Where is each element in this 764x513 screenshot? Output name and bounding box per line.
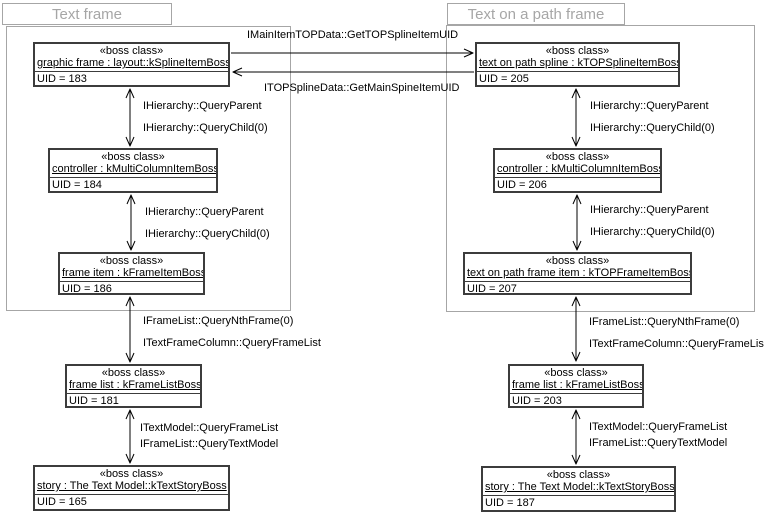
- box-uid: UID = 207: [465, 281, 690, 293]
- edge-label-query-child: IHierarchy::QueryChild(0): [590, 226, 715, 238]
- edge-label-query-frame-list-model: ITextModel::QueryFrameList: [589, 421, 728, 433]
- box-name: controller : kMultiColumnItemBoss: [52, 163, 218, 175]
- stereotype-label: «boss class»: [544, 367, 608, 379]
- box-uid: UID = 205: [477, 71, 678, 85]
- edge-label-query-frame-list-column: ITextFrameColumn::QueryFrameList: [589, 338, 764, 350]
- box-name: frame item : kFrameItemBoss: [62, 267, 205, 279]
- box-uid: UID = 183: [35, 71, 228, 85]
- edge-label-query-nth-frame: IFrameList::QueryNthFrame(0): [143, 315, 294, 327]
- box-frame-item: «boss class» frame item : kFrameItemBoss…: [58, 252, 205, 295]
- box-name: frame list : kFrameListBoss: [69, 379, 202, 391]
- text-on-path-frame-tab: Text on a path frame: [447, 3, 625, 25]
- box-uid: UID = 206: [495, 177, 660, 191]
- box-uid: UID = 187: [483, 495, 674, 509]
- edge-label-query-nth-frame: IFrameList::QueryNthFrame(0): [589, 316, 740, 328]
- text-on-path-frame-title: Text on a path frame: [467, 6, 605, 23]
- box-name: graphic frame : layout::kSplineItemBoss: [37, 57, 230, 69]
- box-graphic-frame: «boss class» graphic frame : layout::kSp…: [33, 42, 230, 87]
- edge-label-query-text-model: IFrameList::QueryTextModel: [589, 437, 728, 449]
- box-uid: UID = 181: [67, 393, 200, 406]
- box-uid: UID = 165: [35, 494, 228, 508]
- stereotype-label: «boss class»: [99, 468, 164, 480]
- box-story-left: «boss class» story : The Text Model::kTe…: [33, 465, 230, 511]
- box-name: controller : kMultiColumnItemBoss: [497, 163, 662, 175]
- stereotype-label: «boss class»: [101, 367, 166, 379]
- stereotype-label: «boss class»: [545, 151, 610, 163]
- box-name: frame list : kFrameListBoss: [512, 379, 644, 391]
- box-controller-left: «boss class» controller : kMultiColumnIt…: [48, 148, 218, 193]
- box-name: text on path spline : kTOPSplineItemBoss: [479, 57, 680, 69]
- box-name: story : The Text Model::kTextStoryBoss: [485, 481, 675, 493]
- text-frame-title: Text frame: [51, 6, 123, 23]
- edge-label-query-child: IHierarchy::QueryChild(0): [143, 122, 268, 134]
- box-uid: UID = 186: [60, 281, 203, 293]
- edge-label-query-child: IHierarchy::QueryChild(0): [145, 228, 270, 240]
- edge-label-query-parent: IHierarchy::QueryParent: [143, 100, 262, 112]
- stereotype-label: «boss class»: [545, 45, 610, 57]
- box-frame-list-right: «boss class» frame list : kFrameListBoss…: [508, 364, 644, 408]
- edge-label-get-top-spline: IMainItemTOPData::GetTOPSplineItemUID: [247, 29, 459, 41]
- text-frame-tab: Text frame: [2, 3, 172, 25]
- stereotype-label: «boss class»: [545, 255, 610, 267]
- stereotype-label: «boss class»: [99, 45, 164, 57]
- stereotype-label: «boss class»: [546, 469, 611, 481]
- box-story-right: «boss class» story : The Text Model::kTe…: [481, 466, 676, 512]
- edge-label-get-main-spine: ITOPSplineData::GetMainSpineItemUID: [264, 82, 460, 94]
- box-controller-right: «boss class» controller : kMultiColumnIt…: [493, 148, 662, 193]
- stereotype-label: «boss class»: [99, 255, 164, 267]
- edge-label-query-frame-list-column: ITextFrameColumn::QueryFrameList: [143, 337, 321, 349]
- box-top-frame-item: «boss class» text on path frame item : k…: [463, 252, 692, 295]
- edge-label-query-parent: IHierarchy::QueryParent: [590, 204, 709, 216]
- box-uid: UID = 203: [510, 393, 642, 406]
- box-top-spline: «boss class» text on path spline : kTOPS…: [475, 42, 680, 87]
- box-name: story : The Text Model::kTextStoryBoss: [37, 480, 227, 492]
- box-uid: UID = 184: [50, 177, 216, 191]
- edge-label-query-parent: IHierarchy::QueryParent: [590, 100, 709, 112]
- edge-label-query-frame-list-model: ITextModel::QueryFrameList: [140, 422, 279, 434]
- box-frame-list-left: «boss class» frame list : kFrameListBoss…: [65, 364, 202, 408]
- edge-label-query-child: IHierarchy::QueryChild(0): [590, 122, 715, 134]
- edge-label-query-text-model: IFrameList::QueryTextModel: [140, 438, 279, 450]
- box-name: text on path frame item : kTOPFrameItemB…: [467, 267, 692, 279]
- edge-label-query-parent: IHierarchy::QueryParent: [145, 206, 264, 218]
- stereotype-label: «boss class»: [101, 151, 165, 163]
